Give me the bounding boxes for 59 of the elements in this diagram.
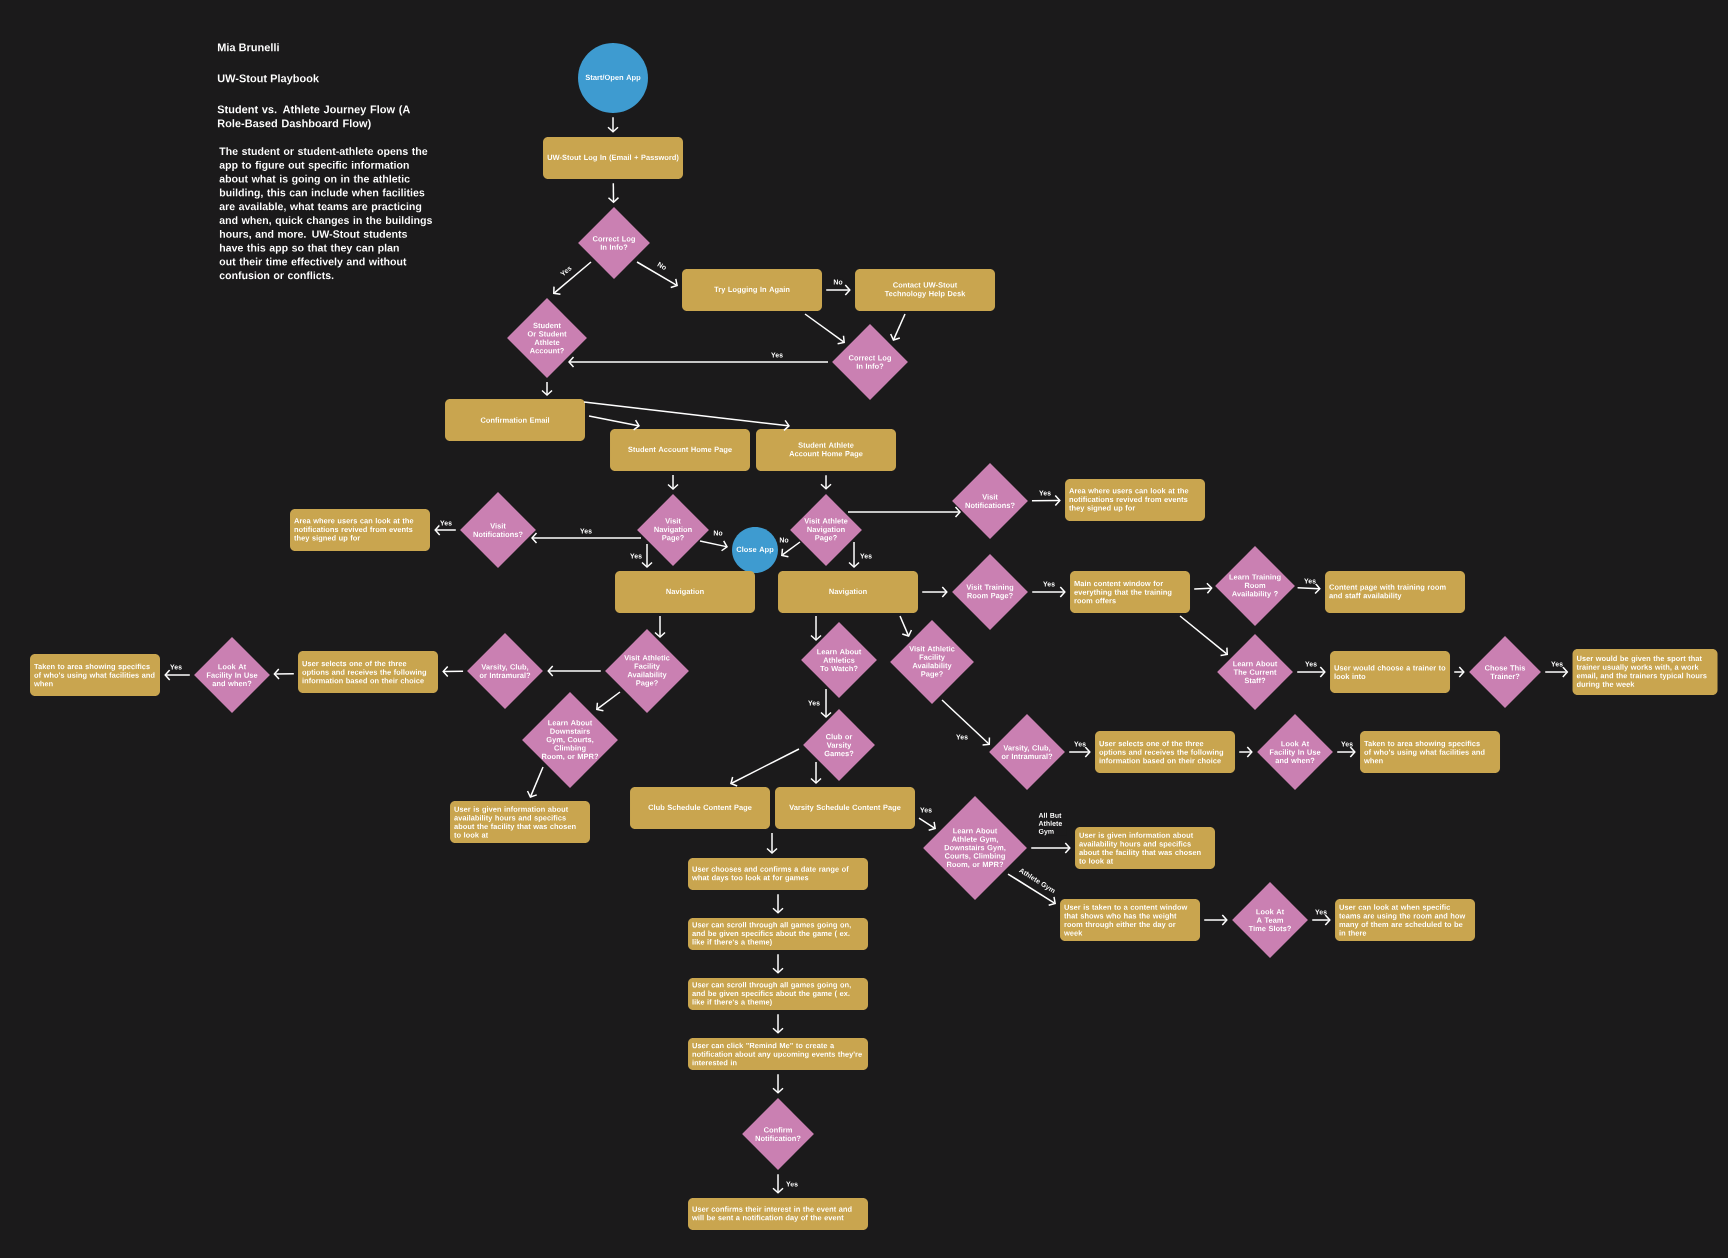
arrow — [1296, 666, 1326, 678]
arrow — [667, 474, 679, 490]
arrow — [820, 474, 832, 490]
arrow — [918, 817, 936, 831]
title: Student vs. Athlete Journey Flow (A Role-Based Dashboard Flow) — [217, 105, 411, 130]
arrow — [526, 766, 544, 798]
arrow — [607, 182, 620, 204]
arrow — [772, 953, 784, 974]
description-text: The student or student-athlete opens the app to figure out specific information about what is going on in the athletic building, this can include when facilities are available, what teams are practicing and when, quick changes in the buildings hours, and more. UW-Stout students have this app so that they can plan out their time effectively and without confusion or conflicts. — [219, 147, 432, 280]
arrow — [810, 761, 822, 784]
arrow — [588, 415, 640, 431]
arrow — [1031, 494, 1061, 507]
arrow — [553, 261, 592, 296]
arrow — [641, 543, 653, 568]
arrow — [921, 586, 948, 598]
arrow — [847, 506, 961, 518]
arrow — [273, 668, 295, 680]
arrow — [772, 1173, 784, 1194]
arrow — [1068, 746, 1091, 758]
arrow — [547, 665, 602, 677]
arrow — [1336, 746, 1356, 758]
arrow — [531, 532, 642, 544]
arrow — [1179, 615, 1229, 657]
arrow — [1007, 873, 1056, 907]
arrow — [1203, 914, 1228, 926]
subtitle: UW-Stout Playbook — [217, 74, 320, 85]
arrow — [1030, 842, 1071, 854]
arrow — [772, 893, 784, 914]
arrow — [848, 541, 860, 568]
arrow — [1238, 746, 1253, 758]
arrow — [772, 1073, 784, 1094]
arrow — [730, 748, 800, 787]
arrow — [164, 669, 191, 681]
arrow — [820, 688, 832, 718]
arrow — [541, 381, 553, 396]
arrow — [636, 261, 678, 289]
arrow — [1544, 666, 1569, 678]
arrow — [607, 116, 619, 133]
arrow — [781, 541, 801, 558]
arrow — [699, 540, 728, 552]
arrow — [1193, 582, 1213, 595]
arrow — [899, 615, 913, 637]
arrow — [766, 832, 778, 854]
author-name: Mia Brunelli — [217, 43, 279, 52]
arrow — [825, 284, 851, 296]
arrow — [941, 699, 991, 746]
arrow — [1031, 586, 1066, 598]
arrow — [442, 665, 464, 678]
arrow — [434, 524, 457, 536]
arrow — [583, 401, 790, 432]
arrow — [889, 313, 906, 341]
arrow — [772, 1013, 784, 1034]
arrow — [1311, 914, 1331, 926]
arrow — [1296, 582, 1321, 595]
arrow — [596, 691, 621, 712]
arrow — [804, 313, 845, 345]
arrow — [568, 356, 829, 368]
arrow — [654, 615, 666, 638]
arrow — [810, 615, 822, 641]
